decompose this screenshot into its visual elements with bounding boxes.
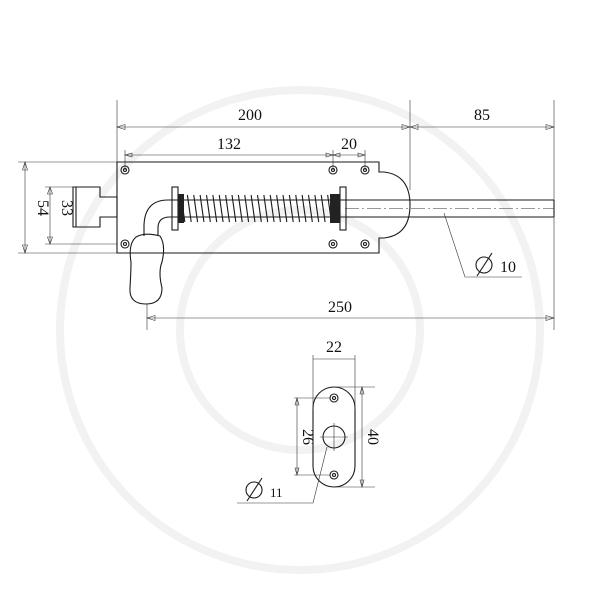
dimension-26: 26	[294, 396, 330, 477]
coil-spring	[178, 194, 340, 223]
spring-coil	[256, 194, 262, 223]
spring-coil	[199, 194, 205, 223]
spring-coil	[212, 194, 218, 223]
spring-coil	[193, 194, 199, 223]
dimension-250: 250	[145, 299, 556, 321]
dimension-85: 85	[408, 100, 556, 330]
dim-label-85: 85	[474, 107, 490, 124]
dim-label-132: 132	[217, 136, 241, 153]
spring-end-collar	[330, 194, 340, 223]
screw-hole-icon	[120, 239, 130, 249]
screw-hole-icon	[329, 470, 339, 480]
rod-diameter-callout: 10	[443, 212, 522, 278]
spring-coil	[250, 194, 256, 223]
spring-coil	[301, 194, 307, 223]
spring-coil	[295, 194, 301, 223]
spring-coil	[218, 194, 224, 223]
screw-hole-icon	[360, 165, 370, 175]
handle-knob	[129, 233, 165, 305]
screw-hole-icon	[120, 165, 130, 175]
screw-hole-icon	[328, 239, 338, 249]
dim-label-20: 20	[341, 136, 357, 153]
spring-coil	[307, 194, 313, 223]
dim-label-22: 22	[326, 339, 342, 356]
spring-coil	[225, 194, 230, 223]
spring-coil	[237, 194, 243, 223]
dim-label-250: 250	[328, 299, 352, 316]
dimension-40: 40	[334, 385, 381, 489]
spring-flange-left	[171, 186, 179, 231]
base-plate	[116, 161, 411, 254]
dim-label-40: 40	[364, 429, 381, 445]
spring-coil	[282, 194, 288, 223]
screw-hole-icon	[328, 165, 338, 175]
dimension-132: 132 20	[123, 136, 367, 170]
hole-diameter-callout: 11	[237, 446, 328, 504]
spring-coil	[186, 194, 192, 223]
dim-label-200: 200	[238, 107, 262, 124]
spring-coil	[263, 194, 269, 223]
hole-diameter-label: 11	[270, 485, 283, 500]
spring-end-collar	[178, 194, 184, 223]
dim-label-33: 33	[58, 200, 75, 216]
spring-coil	[314, 194, 320, 223]
screw-hole-icon	[329, 393, 339, 403]
dim-label-54: 54	[34, 200, 51, 216]
spring-coil	[269, 194, 275, 223]
dimension-54: 54	[18, 160, 117, 255]
watermark	[56, 86, 544, 574]
screw-hole-icon	[360, 239, 370, 249]
bolt-rod	[143, 199, 555, 236]
dimension-200: 200	[115, 100, 412, 190]
dim-label-26: 26	[299, 429, 316, 445]
mounting-holes	[120, 165, 370, 249]
rod-diameter-label: 10	[500, 259, 516, 276]
dimension-33: 33	[45, 186, 117, 245]
spring-coil	[231, 194, 237, 223]
spring-coil	[244, 194, 250, 223]
spring-coil	[288, 194, 294, 223]
spring-coil	[276, 194, 281, 223]
spring-coil	[205, 194, 211, 223]
dimension-22: 22	[312, 339, 356, 410]
spring-coil	[320, 194, 326, 223]
